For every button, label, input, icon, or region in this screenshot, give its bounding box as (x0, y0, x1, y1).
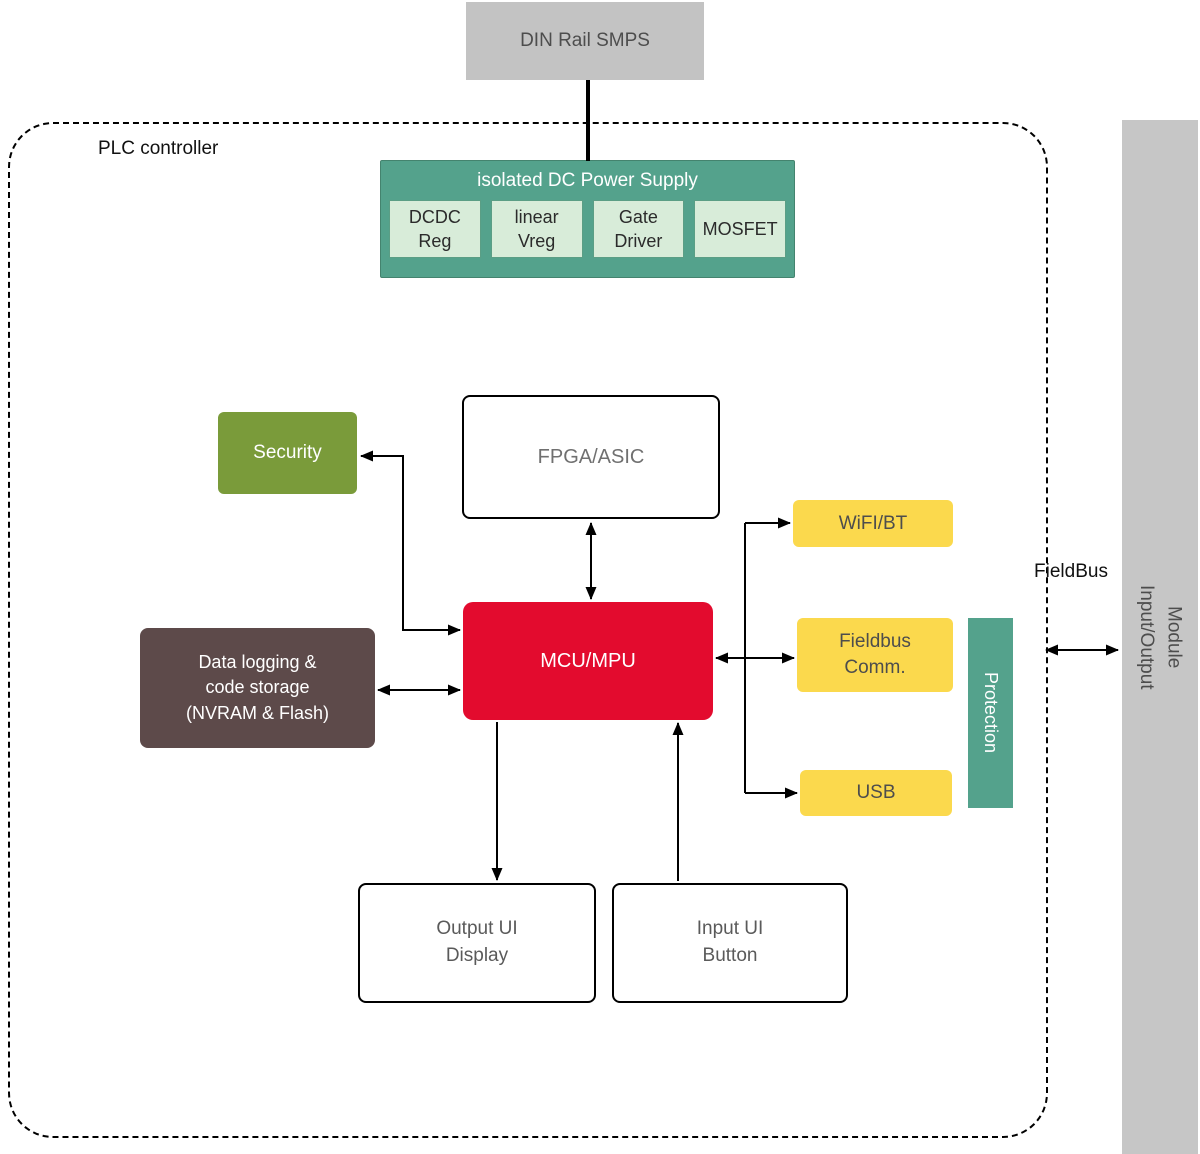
fieldbus-comm-label: Fieldbus Comm. (839, 631, 911, 678)
protection-box: Protection (968, 618, 1013, 808)
fpga-asic-box: FPGA/ASIC (462, 395, 720, 519)
fieldbus-label: FieldBus (1034, 561, 1108, 582)
output-ui-display-label: Output UI Display (436, 918, 518, 966)
din-rail-smps-box: DIN Rail SMPS (466, 2, 704, 80)
security-label: Security (253, 442, 322, 463)
plc-controller-label: PLC controller (98, 138, 219, 159)
data-logging-label: Data logging & code storage (NVRAM & Fla… (185, 652, 329, 723)
usb-label: USB (856, 782, 896, 803)
data-logging-box: Data logging & code storage (NVRAM & Fla… (140, 628, 375, 748)
psu-component-linear-vreg: linear Vreg (490, 200, 583, 258)
wifi-bt-box: WiFI/BT (793, 500, 953, 547)
mcu-mpu-label: MCU/MPU (540, 649, 636, 672)
output-ui-display-box: Output UI Display (358, 883, 596, 1003)
security-box: Security (218, 412, 357, 494)
io-module-label: Input/Output Module (1136, 584, 1185, 690)
input-ui-button-box: Input UI Button (612, 883, 848, 1003)
io-module-box: Input/Output Module (1122, 120, 1198, 1154)
mcu-mpu-box: MCU/MPU (463, 602, 713, 720)
wifi-bt-label: WiFI/BT (838, 512, 908, 534)
fieldbus-comm-box: Fieldbus Comm. (797, 618, 953, 692)
psu-component-mosfet: MOSFET (694, 200, 786, 258)
power-supply-box: isolated DC Power Supply DCDC Reg linear… (380, 160, 795, 278)
power-supply-components: DCDC Reg linear Vreg Gate Driver MOSFET (381, 200, 794, 258)
plc-controller-boundary (8, 122, 1048, 1138)
usb-box: USB (800, 770, 952, 816)
protection-label: Protection (981, 672, 1001, 754)
psu-component-gate-driver: Gate Driver (592, 200, 685, 258)
power-supply-title: isolated DC Power Supply (477, 170, 698, 191)
psu-component-dcdc-reg: DCDC Reg (389, 200, 481, 258)
fpga-asic-label: FPGA/ASIC (537, 445, 645, 468)
input-ui-button-label: Input UI Button (696, 918, 764, 966)
din-rail-smps-label: DIN Rail SMPS (520, 30, 650, 51)
